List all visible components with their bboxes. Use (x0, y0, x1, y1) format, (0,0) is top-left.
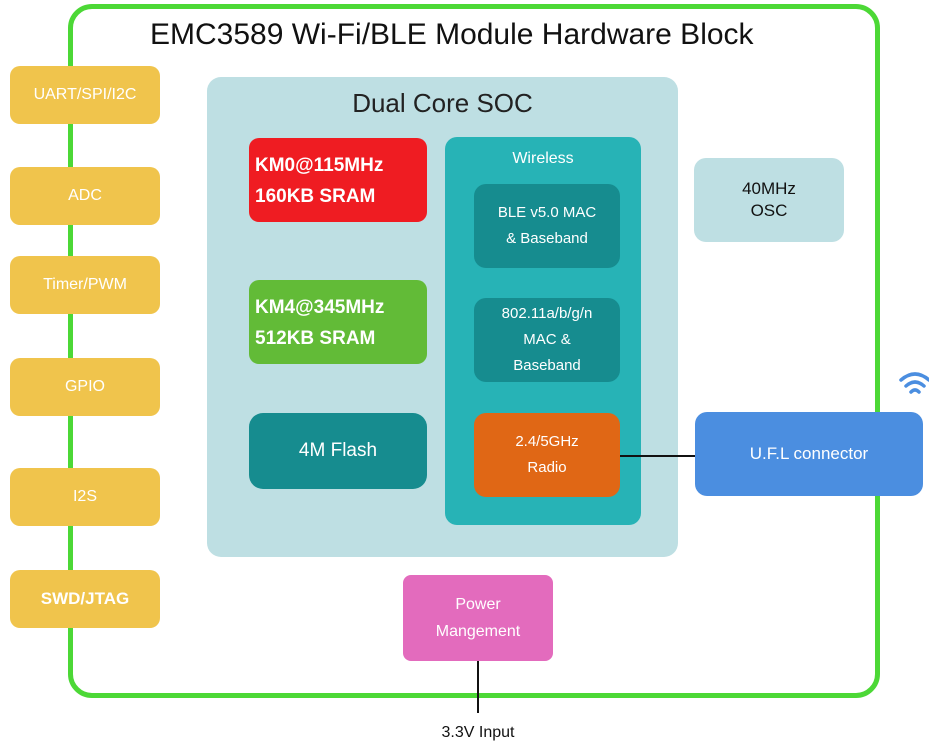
ble-line-1: BLE v5.0 MAC (497, 204, 597, 221)
wireless-title: Wireless (512, 150, 574, 167)
interface-i2s: I2S (10, 468, 160, 526)
wifi-line-1: 802.11a/b/g/n (501, 305, 593, 322)
oscillator-block: 40MHz OSC (694, 158, 844, 242)
core-km4-block: KM4@345MHz 512KB SRAM (249, 280, 427, 364)
ble-mac-block: BLE v5.0 MAC & Baseband (474, 184, 620, 268)
diagram-title: EMC3589 Wi-Fi/BLE Module Hardware Block (150, 18, 754, 51)
wifi-signal-icon (899, 372, 929, 394)
power-line-1: Power (455, 596, 501, 613)
power-input-line (477, 661, 479, 713)
wifi-line-2: MAC & (523, 331, 571, 348)
radio-line-2: Radio (527, 459, 567, 476)
flash-block: 4M Flash (249, 413, 427, 489)
core-km0-sram: 160KB SRAM (255, 186, 376, 207)
wifi-mac-block: 802.11a/b/g/n MAC & Baseband (474, 298, 620, 382)
interface-timer-pwm: Timer/PWM (10, 256, 160, 314)
ble-line-2: & Baseband (506, 230, 588, 247)
module-boundary (68, 4, 880, 698)
power-line-2: Mangement (435, 623, 521, 640)
power-management-block: Power Mangement (403, 575, 553, 661)
soc-title: Dual Core SOC (352, 88, 533, 118)
wifi-line-3: Baseband (513, 357, 581, 374)
interface-gpio: GPIO (10, 358, 160, 416)
ufl-connector-block: U.F.L connector (695, 412, 923, 496)
core-km4-clock: KM4@345MHz (255, 297, 385, 318)
radio-connector-link (620, 455, 696, 457)
interface-swd-jtag: SWD/JTAG (10, 570, 160, 628)
core-km4-sram: 512KB SRAM (255, 328, 376, 349)
interface-adc: ADC (10, 167, 160, 225)
oscillator-line-1: 40MHz (742, 179, 796, 198)
core-km0-block: KM0@115MHz 160KB SRAM (249, 138, 427, 222)
power-input-label: 3.3V Input (441, 724, 515, 741)
radio-block: 2.4/5GHz Radio (474, 413, 620, 497)
interface-uart-spi-i2c: UART/SPI/I2C (10, 66, 160, 124)
radio-line-1: 2.4/5GHz (515, 433, 579, 450)
core-km0-clock: KM0@115MHz (255, 155, 384, 176)
oscillator-line-2: OSC (750, 201, 788, 220)
